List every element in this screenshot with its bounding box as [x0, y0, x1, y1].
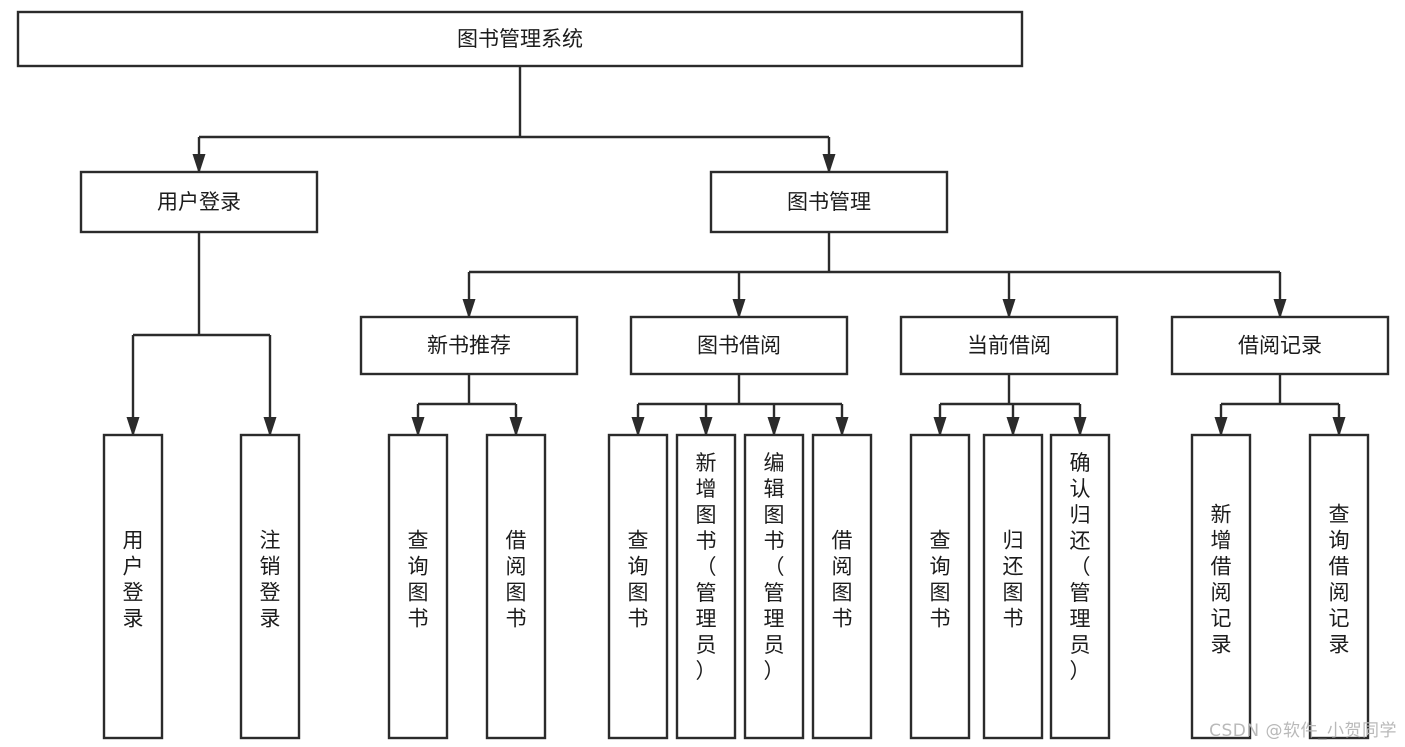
- node-box[interactable]: [675, 433, 737, 740]
- node-layer: 图书管理系统用户登录图书管理新书推荐图书借阅当前借阅借阅记录用户登录注销登录查询…: [16, 10, 1390, 740]
- node-box[interactable]: [743, 433, 805, 740]
- node-leaf-borrow-book-1[interactable]: 借阅图书: [485, 433, 547, 740]
- connector-record-to-leaves: [1221, 374, 1339, 406]
- node-label: 注销登录: [260, 529, 281, 631]
- arrow-head-icon: [732, 299, 746, 319]
- node-label: 编辑图书（管理员）: [764, 451, 785, 683]
- node-label: 用户登录: [157, 190, 241, 214]
- node-leaf-edit-book-admin[interactable]: 编辑图书（管理员）: [743, 433, 805, 740]
- node-box[interactable]: [899, 315, 1119, 376]
- node-label: 归还图书: [1003, 529, 1024, 631]
- connector-borrow-to-leaves: [638, 374, 842, 406]
- arrow-head-icon: [1006, 417, 1020, 437]
- node-leaf-logout-login[interactable]: 注销登录: [239, 433, 301, 740]
- node-label: 新增借阅记录: [1211, 503, 1232, 657]
- arrow-head-icon: [126, 417, 140, 437]
- node-box[interactable]: [811, 433, 873, 740]
- node-label: 图书管理: [787, 190, 871, 214]
- node-box[interactable]: [16, 10, 1024, 68]
- arrow-head-icon: [1214, 417, 1228, 437]
- node-leaf-query-book-3[interactable]: 查询图书: [909, 433, 971, 740]
- node-leaf-add-borrow-record[interactable]: 新增借阅记录: [1190, 433, 1252, 740]
- arrow-head-icon: [263, 417, 277, 437]
- node-label: 借阅图书: [506, 529, 527, 631]
- node-leaf-borrow-book-2[interactable]: 借阅图书: [811, 433, 873, 740]
- node-label: 图书借阅: [697, 334, 781, 358]
- node-box[interactable]: [239, 433, 301, 740]
- arrow-head-icon: [767, 417, 781, 437]
- arrow-head-icon: [933, 417, 947, 437]
- node-box[interactable]: [607, 433, 669, 740]
- node-box[interactable]: [1308, 433, 1370, 740]
- node-label: 图书管理系统: [457, 27, 583, 51]
- arrow-head-icon: [192, 154, 206, 174]
- node-book-borrow[interactable]: 图书借阅: [629, 315, 849, 376]
- csdn-watermark: CSDN @软件_小贺同学: [1209, 721, 1397, 741]
- node-box[interactable]: [102, 433, 164, 740]
- node-label: 新增图书（管理员）: [696, 451, 717, 683]
- node-label: 查询图书: [628, 529, 649, 631]
- node-book-manage[interactable]: 图书管理: [709, 170, 949, 234]
- node-box[interactable]: [982, 433, 1044, 740]
- node-box[interactable]: [359, 315, 579, 376]
- connector-recommend-to-leaves: [418, 374, 516, 406]
- node-borrow-record[interactable]: 借阅记录: [1170, 315, 1390, 376]
- arrow-head-icon: [631, 417, 645, 437]
- node-label: 确认归还（管理员）: [1070, 451, 1091, 683]
- arrow-head-icon: [1332, 417, 1346, 437]
- arrow-head-icon: [411, 417, 425, 437]
- connector-root-to-level2: [199, 66, 829, 139]
- node-box[interactable]: [387, 433, 449, 740]
- arrow-head-icon: [699, 417, 713, 437]
- node-label: 查询图书: [930, 529, 951, 631]
- node-label: 查询借阅记录: [1329, 503, 1350, 657]
- arrow-head-icon: [1002, 299, 1016, 319]
- node-label: 查询图书: [408, 529, 429, 631]
- node-leaf-add-book-admin[interactable]: 新增图书（管理员）: [675, 433, 737, 740]
- node-leaf-query-book-2[interactable]: 查询图书: [607, 433, 669, 740]
- node-leaf-user-login[interactable]: 用户登录: [102, 433, 164, 740]
- node-box[interactable]: [1049, 433, 1111, 740]
- node-current-borrow[interactable]: 当前借阅: [899, 315, 1119, 376]
- node-label: 借阅图书: [832, 529, 853, 631]
- connector-current-to-leaves: [940, 374, 1080, 406]
- connector-user-login-to-leaves: [133, 232, 270, 337]
- arrow-head-icon: [822, 154, 836, 174]
- node-box[interactable]: [79, 170, 319, 234]
- arrow-head-icon: [462, 299, 476, 319]
- node-box[interactable]: [909, 433, 971, 740]
- connector-level2-to-level3: [469, 232, 1280, 274]
- node-label: 新书推荐: [427, 334, 511, 358]
- node-leaf-confirm-return-admin[interactable]: 确认归还（管理员）: [1049, 433, 1111, 740]
- node-user-login[interactable]: 用户登录: [79, 170, 319, 234]
- node-leaf-query-borrow-record[interactable]: 查询借阅记录: [1308, 433, 1370, 740]
- node-box[interactable]: [485, 433, 547, 740]
- node-box[interactable]: [629, 315, 849, 376]
- node-label: 用户登录: [123, 529, 144, 631]
- node-root[interactable]: 图书管理系统: [16, 10, 1024, 68]
- node-label: 当前借阅: [967, 334, 1051, 358]
- node-leaf-query-book-1[interactable]: 查询图书: [387, 433, 449, 740]
- node-box[interactable]: [1190, 433, 1252, 740]
- node-leaf-return-book[interactable]: 归还图书: [982, 433, 1044, 740]
- connector-layer: [126, 66, 1346, 437]
- arrow-head-icon: [1073, 417, 1087, 437]
- node-box[interactable]: [709, 170, 949, 234]
- arrow-head-icon: [835, 417, 849, 437]
- arrow-head-icon: [509, 417, 523, 437]
- node-box[interactable]: [1170, 315, 1390, 376]
- arrow-head-icon: [1273, 299, 1287, 319]
- node-label: 借阅记录: [1238, 334, 1322, 358]
- node-new-book-recommend[interactable]: 新书推荐: [359, 315, 579, 376]
